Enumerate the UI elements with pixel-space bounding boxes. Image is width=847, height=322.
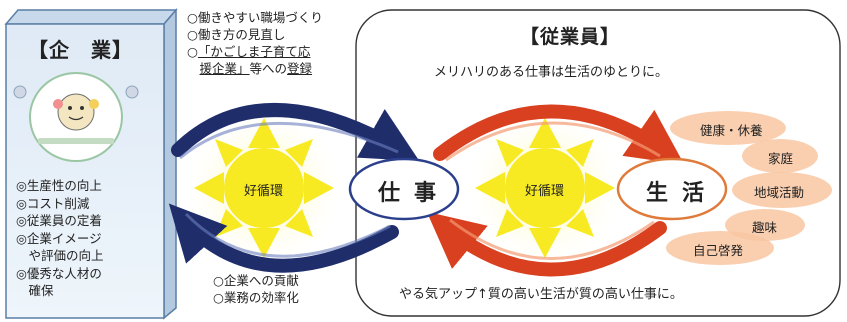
left-sun-label: 好循環 — [244, 184, 284, 199]
bullet: ○ — [187, 44, 198, 59]
company-benefit: ◎企業イメージ — [16, 230, 102, 246]
company-benefit: ◎生産性の向上 — [16, 178, 102, 193]
company-benefits-list: ◎生産性の向上 ◎コスト削減 ◎従業員の定着 ◎企業イメージ や評価の向上 ◎優… — [16, 177, 166, 300]
company-logo — [13, 72, 139, 162]
red-cycle-arrows — [426, 104, 685, 277]
life-label: 生活 — [646, 181, 719, 206]
right-sun-label: 好循環 — [525, 184, 565, 199]
contribution-item: ○業務の効率化 — [213, 290, 299, 305]
life-items-blob — [666, 111, 832, 265]
navy-cycle-arrows — [168, 103, 420, 273]
work-label: 仕事 — [378, 181, 451, 206]
contribution-item: ○企業への貢献 — [213, 273, 299, 288]
right-sun — [463, 106, 627, 270]
life-item-community: 地域活動 — [754, 185, 805, 200]
life-node — [616, 157, 728, 221]
work-node — [348, 157, 460, 221]
company-title: 【企 業】 — [28, 38, 133, 62]
life-item-health: 健康・休養 — [700, 123, 763, 138]
company-benefit: や評価の向上 — [16, 248, 104, 263]
initiative-item: ○働き方の見直し — [187, 27, 286, 42]
company-benefit: ◎コスト削減 — [16, 195, 90, 211]
initiative-item: ○働きやすい職場づくり — [187, 10, 323, 25]
employee-title: 【従業員】 — [520, 26, 621, 48]
company-benefit: ◎従業員の定着 — [16, 213, 102, 228]
company-benefit: ◎優秀な人材の — [16, 265, 102, 281]
initiative-item: 援企業」等への登録 — [187, 60, 323, 77]
employee-contributions: ○企業への貢献 ○業務の効率化 — [213, 272, 299, 306]
employee-footer: やる気アップ↑質の高い生活が質の高い仕事に。 — [399, 287, 683, 302]
life-item-hobby: 趣味 — [752, 220, 778, 235]
life-item-self-development: 自己啓発 — [693, 243, 744, 258]
registration-word: 登録 — [287, 61, 313, 76]
registration-program-name: 「かごしま子育て応 — [197, 44, 311, 59]
initiative-item: ○「かごしま子育て応 — [187, 43, 323, 60]
registration-program-name-cont: 援企業」 — [199, 61, 250, 76]
company-benefit: 確保 — [16, 283, 54, 298]
employee-subtitle: メリハリのある仕事は生活のゆとりに。 — [434, 65, 669, 80]
workplace-initiatives: ○働きやすい職場づくり ○働き方の見直し ○「かごしま子育て応 援企業」等への登… — [187, 9, 323, 77]
registration-text: 等への — [249, 61, 288, 76]
life-item-family: 家庭 — [768, 151, 794, 166]
